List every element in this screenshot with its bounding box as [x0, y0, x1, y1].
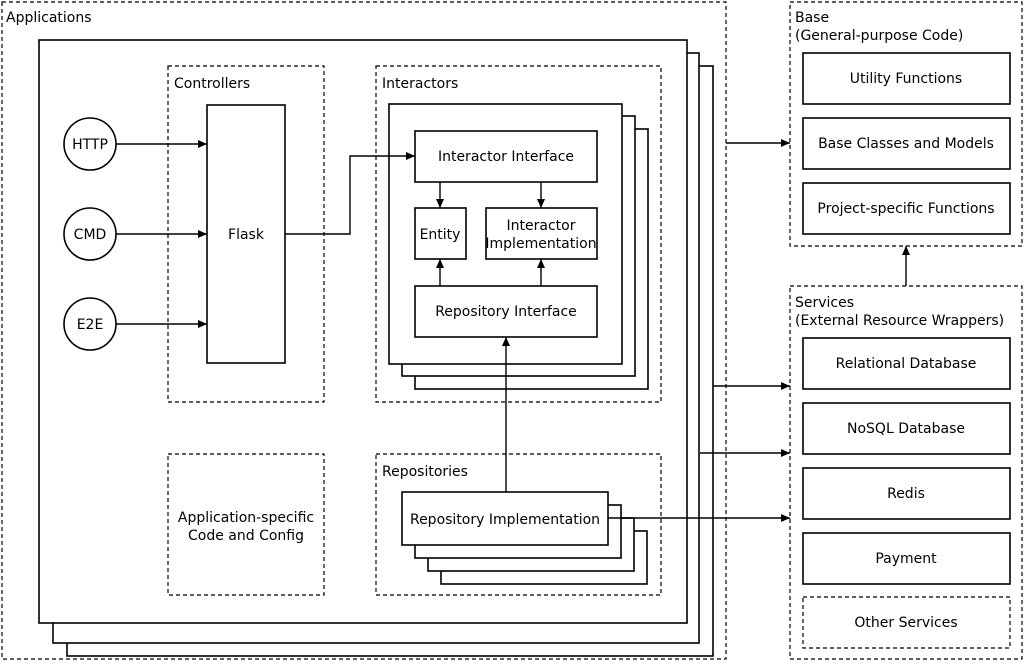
- applications-group: [1, 1, 727, 660]
- nosql-database-node: NoSQL Database: [802, 402, 1011, 455]
- applications-label: Applications: [6, 10, 92, 26]
- entity-node: Entity: [414, 207, 467, 260]
- interactors-group: [375, 65, 662, 403]
- svg-text:Project-specific Functions: Project-specific Functions: [817, 201, 994, 217]
- services-label-line1: Services: [795, 295, 854, 311]
- base-label-line2: (General-purpose Code): [795, 28, 963, 44]
- svg-text:Repository Interface: Repository Interface: [435, 304, 577, 320]
- app-specific-group: [167, 453, 325, 596]
- interactors-label: Interactors: [382, 76, 458, 92]
- controllers-label: Controllers: [174, 76, 250, 92]
- svg-text:Payment: Payment: [875, 551, 937, 567]
- flask-node: Flask: [206, 104, 286, 364]
- svg-text:CMD: CMD: [74, 227, 107, 243]
- base-label-line1: Base: [795, 10, 829, 26]
- interactor-interface-node: Interactor Interface: [414, 130, 598, 183]
- cmd-input-node: CMD: [63, 207, 117, 261]
- http-input-node: HTTP: [63, 117, 117, 171]
- relational-database-node: Relational Database: [802, 337, 1011, 390]
- other-services-node: Other Services: [802, 596, 1011, 649]
- services-label-line2: (External Resource Wrappers): [795, 313, 1004, 329]
- svg-text:Entity: Entity: [420, 227, 461, 243]
- svg-text:NoSQL Database: NoSQL Database: [847, 421, 965, 437]
- svg-text:Relational Database: Relational Database: [836, 356, 977, 372]
- utility-functions-node: Utility Functions: [802, 52, 1011, 105]
- svg-text:Repository Implementation: Repository Implementation: [410, 512, 600, 528]
- repositories-group: [375, 453, 662, 596]
- interactor-implementation-node: Interactor Implementation: [485, 207, 598, 260]
- svg-text:Interactor: Interactor: [507, 218, 576, 234]
- arrow-flask-to-interactor-interface: [285, 152, 415, 235]
- payment-node: Payment: [802, 532, 1011, 585]
- svg-text:Utility Functions: Utility Functions: [850, 71, 962, 87]
- svg-text:HTTP: HTTP: [72, 137, 108, 153]
- app-specific-label-line2: Code and Config: [188, 528, 304, 544]
- svg-text:Other Services: Other Services: [854, 615, 957, 631]
- svg-text:Implementation: Implementation: [485, 236, 596, 252]
- svg-text:E2E: E2E: [77, 317, 104, 333]
- repository-implementation-node: Repository Implementation: [401, 491, 609, 546]
- svg-text:Redis: Redis: [887, 486, 925, 502]
- base-classes-node: Base Classes and Models: [802, 117, 1011, 170]
- e2e-input-node: E2E: [63, 297, 117, 351]
- repository-interface-node: Repository Interface: [414, 285, 598, 338]
- project-specific-functions-node: Project-specific Functions: [802, 182, 1011, 235]
- app-specific-label-line1: Application-specific: [178, 510, 314, 526]
- svg-text:Flask: Flask: [228, 227, 265, 243]
- svg-text:Interactor Interface: Interactor Interface: [438, 149, 574, 165]
- svg-text:Base Classes and Models: Base Classes and Models: [818, 136, 994, 152]
- repositories-label: Repositories: [382, 464, 468, 480]
- redis-node: Redis: [802, 467, 1011, 520]
